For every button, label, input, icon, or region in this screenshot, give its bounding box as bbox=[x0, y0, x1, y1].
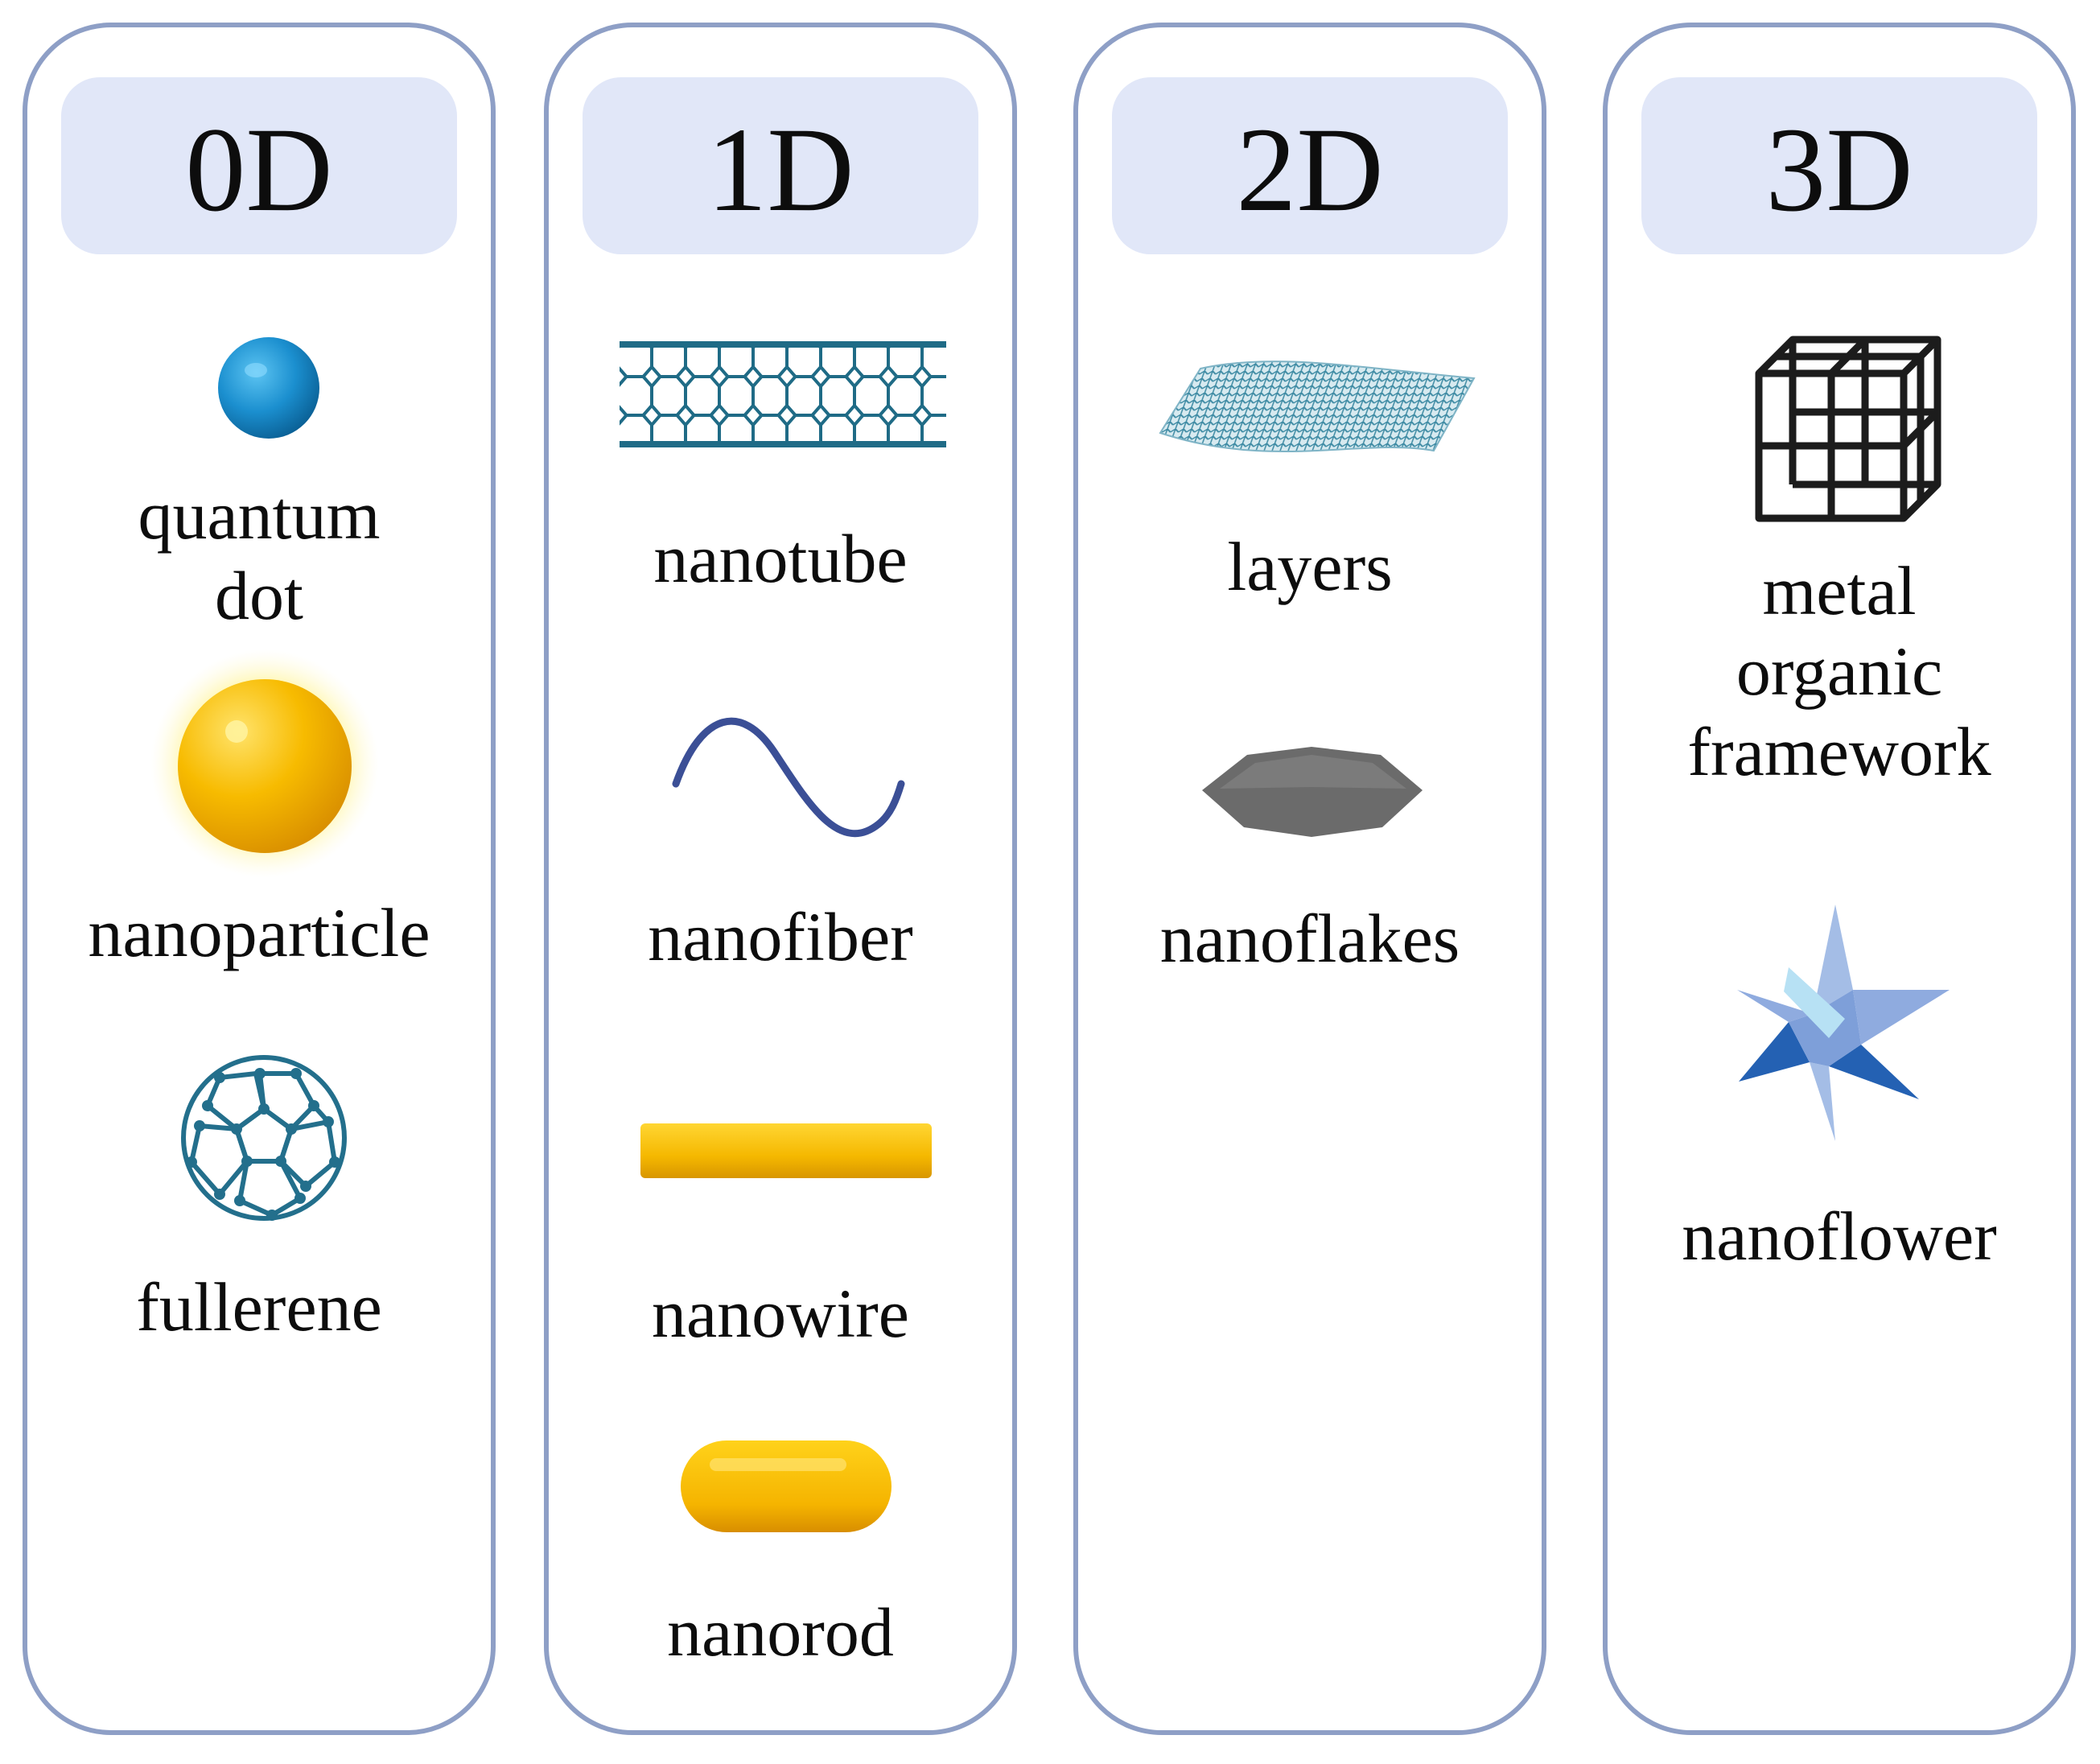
column-header: 1D bbox=[583, 77, 978, 254]
cube-lattice-icon bbox=[1755, 336, 1941, 522]
column-heading: 0D bbox=[185, 103, 333, 237]
blue-sphere-icon bbox=[218, 337, 319, 439]
column-3d: 3D metal organic framework bbox=[1603, 23, 2076, 1735]
column-1d: 1D nanotube nanofiber nanowire bbox=[544, 23, 1017, 1735]
column-2d: 2D layers nanoflakes bbox=[1073, 23, 1546, 1735]
gold-sphere-icon bbox=[150, 649, 379, 878]
fullerene-cage-icon bbox=[181, 1055, 347, 1221]
blue-star-icon bbox=[1737, 905, 1950, 1141]
item-label: quantum dot bbox=[138, 476, 381, 634]
item-label: layers bbox=[1227, 528, 1393, 605]
column-0d: 0D quantum dot bbox=[23, 23, 496, 1735]
gold-wire-icon bbox=[640, 1123, 932, 1178]
hexagon-tube-icon bbox=[620, 341, 946, 447]
column-heading: 3D bbox=[1765, 103, 1913, 237]
gold-capsule-icon bbox=[681, 1440, 891, 1532]
column-heading: 1D bbox=[706, 103, 854, 237]
item-label: nanofiber bbox=[648, 898, 913, 975]
wave-line-icon bbox=[672, 717, 905, 838]
item-label: nanoflower bbox=[1682, 1197, 1997, 1275]
item-label: fullerene bbox=[136, 1268, 382, 1346]
item-label: metal organic framework bbox=[1687, 552, 1991, 790]
item-label: nanorod bbox=[667, 1593, 894, 1671]
column-heading: 2D bbox=[1236, 103, 1384, 237]
column-header: 0D bbox=[61, 77, 457, 254]
item-label: nanotube bbox=[653, 520, 908, 597]
gray-flake-icon bbox=[1202, 747, 1423, 837]
item-label: nanowire bbox=[652, 1275, 909, 1352]
item-label: nanoflakes bbox=[1159, 900, 1460, 977]
column-header: 2D bbox=[1112, 77, 1508, 254]
mesh-sheet-icon bbox=[1159, 361, 1476, 452]
item-label: nanoparticle bbox=[88, 894, 430, 971]
column-header: 3D bbox=[1641, 77, 2037, 254]
